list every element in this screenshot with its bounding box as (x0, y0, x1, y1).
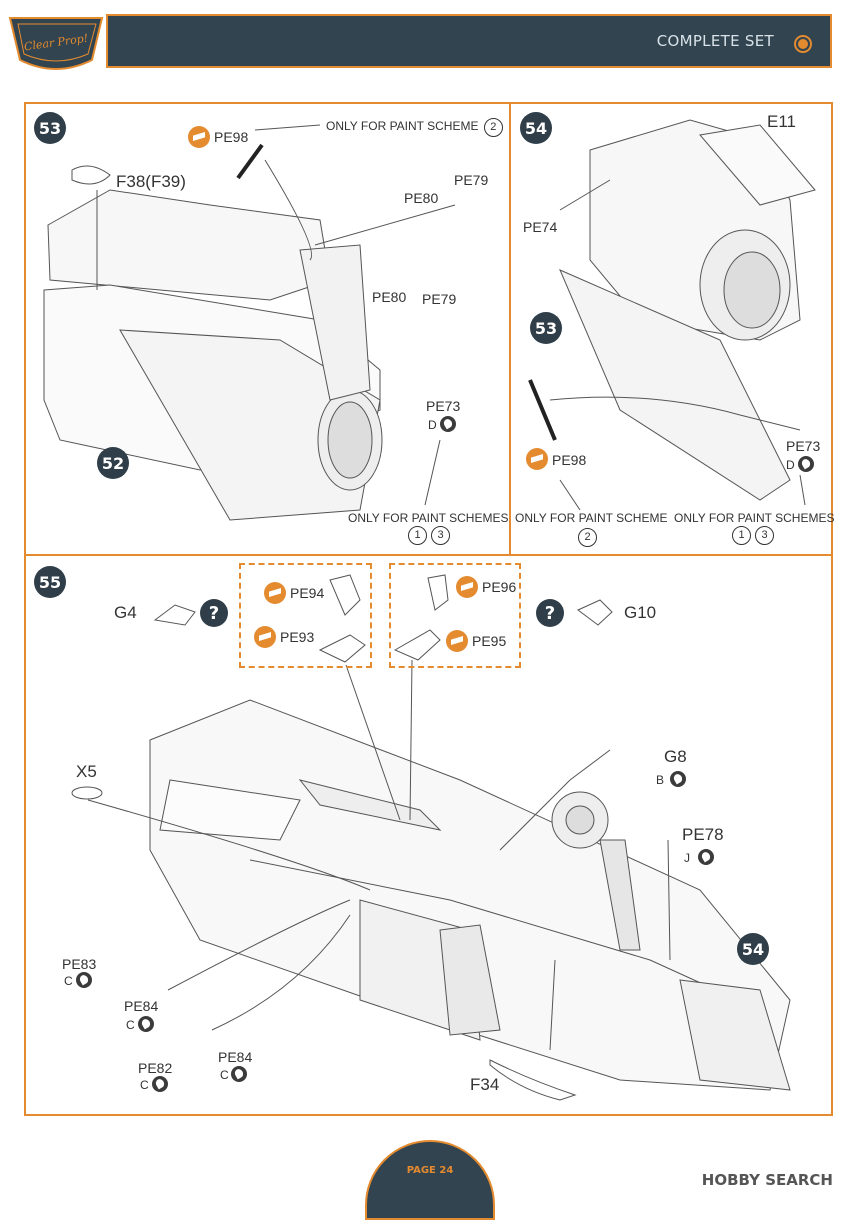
pe93-label: PE93 (280, 629, 315, 645)
pe73-label: PE73 (786, 438, 821, 454)
paint-icon (698, 849, 714, 865)
pe79-label-top: PE79 (454, 172, 489, 188)
note-schemes-1-3: ONLY FOR PAINT SCHEMES (674, 511, 835, 525)
step-55-badge: 55 (34, 566, 66, 598)
option-box-left (239, 563, 372, 668)
pe83-color: C (64, 974, 73, 988)
pe80-label-bottom: PE80 (372, 289, 407, 305)
paint-icon (798, 456, 814, 472)
part-g8-label: G8 (664, 747, 687, 766)
part-g4-label: G4 (114, 603, 137, 622)
part-f38-label: F38(F39) (116, 172, 186, 191)
step-54-ref-badge: 54 (737, 933, 769, 965)
step-53-ref-badge: 53 (530, 312, 562, 344)
header-dot-icon (796, 37, 810, 51)
pe98-label: PE98 (552, 452, 587, 468)
part-e11-label: E11 (767, 112, 796, 131)
scheme-number: 2 (576, 528, 599, 547)
pe73-color: D (428, 418, 437, 432)
photo-etch-icon (254, 626, 276, 648)
pe80-label-top: PE80 (404, 190, 439, 206)
page-number: PAGE 24 (406, 1165, 454, 1176)
step-54-drawing (528, 119, 816, 511)
watermark: HOBBY SEARCH (701, 1171, 833, 1189)
paint-icon (152, 1076, 168, 1092)
pe82-color: C (140, 1078, 149, 1092)
brand-logo: Clear Prop! (8, 17, 104, 70)
pe82-label: PE82 (138, 1060, 173, 1076)
pe84-label-lower: PE84 (218, 1049, 253, 1065)
pe84-label-upper: PE84 (124, 998, 159, 1014)
photo-etch-icon (456, 576, 478, 598)
pe96-label: PE96 (482, 579, 517, 595)
part-g10-label: G10 (624, 603, 657, 622)
note-scheme-2: ONLY FOR PAINT SCHEME 2 (326, 118, 505, 137)
step-53-drawing (43, 124, 456, 521)
g8-color: B (656, 773, 665, 787)
photo-etch-icon (526, 448, 548, 470)
pe84-color-upper: C (126, 1018, 135, 1032)
step-54-badge: 54 (520, 112, 552, 144)
question-icon: ? (536, 599, 564, 627)
photo-etch-icon (264, 582, 286, 604)
pe98-label: PE98 (214, 129, 249, 145)
page-title: COMPLETE SET (656, 32, 774, 50)
note-scheme-2: ONLY FOR PAINT SCHEME (515, 511, 668, 525)
pe95-label: PE95 (472, 633, 507, 649)
step-52-ref-badge: 52 (97, 447, 129, 479)
option-box-right (389, 563, 521, 668)
pe73-label: PE73 (426, 398, 461, 414)
question-icon: ? (200, 599, 228, 627)
pe83-label: PE83 (62, 956, 97, 972)
pe78-color: J (684, 851, 690, 865)
pe79-label-bottom: PE79 (422, 291, 457, 307)
paint-icon (440, 416, 456, 432)
pe94-label: PE94 (290, 585, 325, 601)
pe74-label: PE74 (523, 219, 558, 235)
scheme-number: 2 (483, 118, 503, 137)
photo-etch-icon (188, 126, 210, 148)
pe78-label: PE78 (682, 825, 724, 844)
photo-etch-icon (446, 630, 468, 652)
paint-icon (670, 771, 686, 787)
pe73-color: D (786, 458, 795, 472)
part-x5-label: X5 (76, 762, 97, 781)
header-bar: COMPLETE SET (106, 14, 832, 68)
paint-icon (76, 972, 92, 988)
step-55-drawing (71, 574, 791, 1101)
paint-icon (231, 1066, 247, 1082)
paint-icon (138, 1016, 154, 1032)
part-f34-label: F34 (470, 1075, 500, 1094)
pe84-color-lower: C (220, 1068, 229, 1082)
note-schemes-1-3: ONLY FOR PAINT SCHEMES (348, 511, 509, 525)
step-53-badge: 53 (34, 112, 66, 144)
